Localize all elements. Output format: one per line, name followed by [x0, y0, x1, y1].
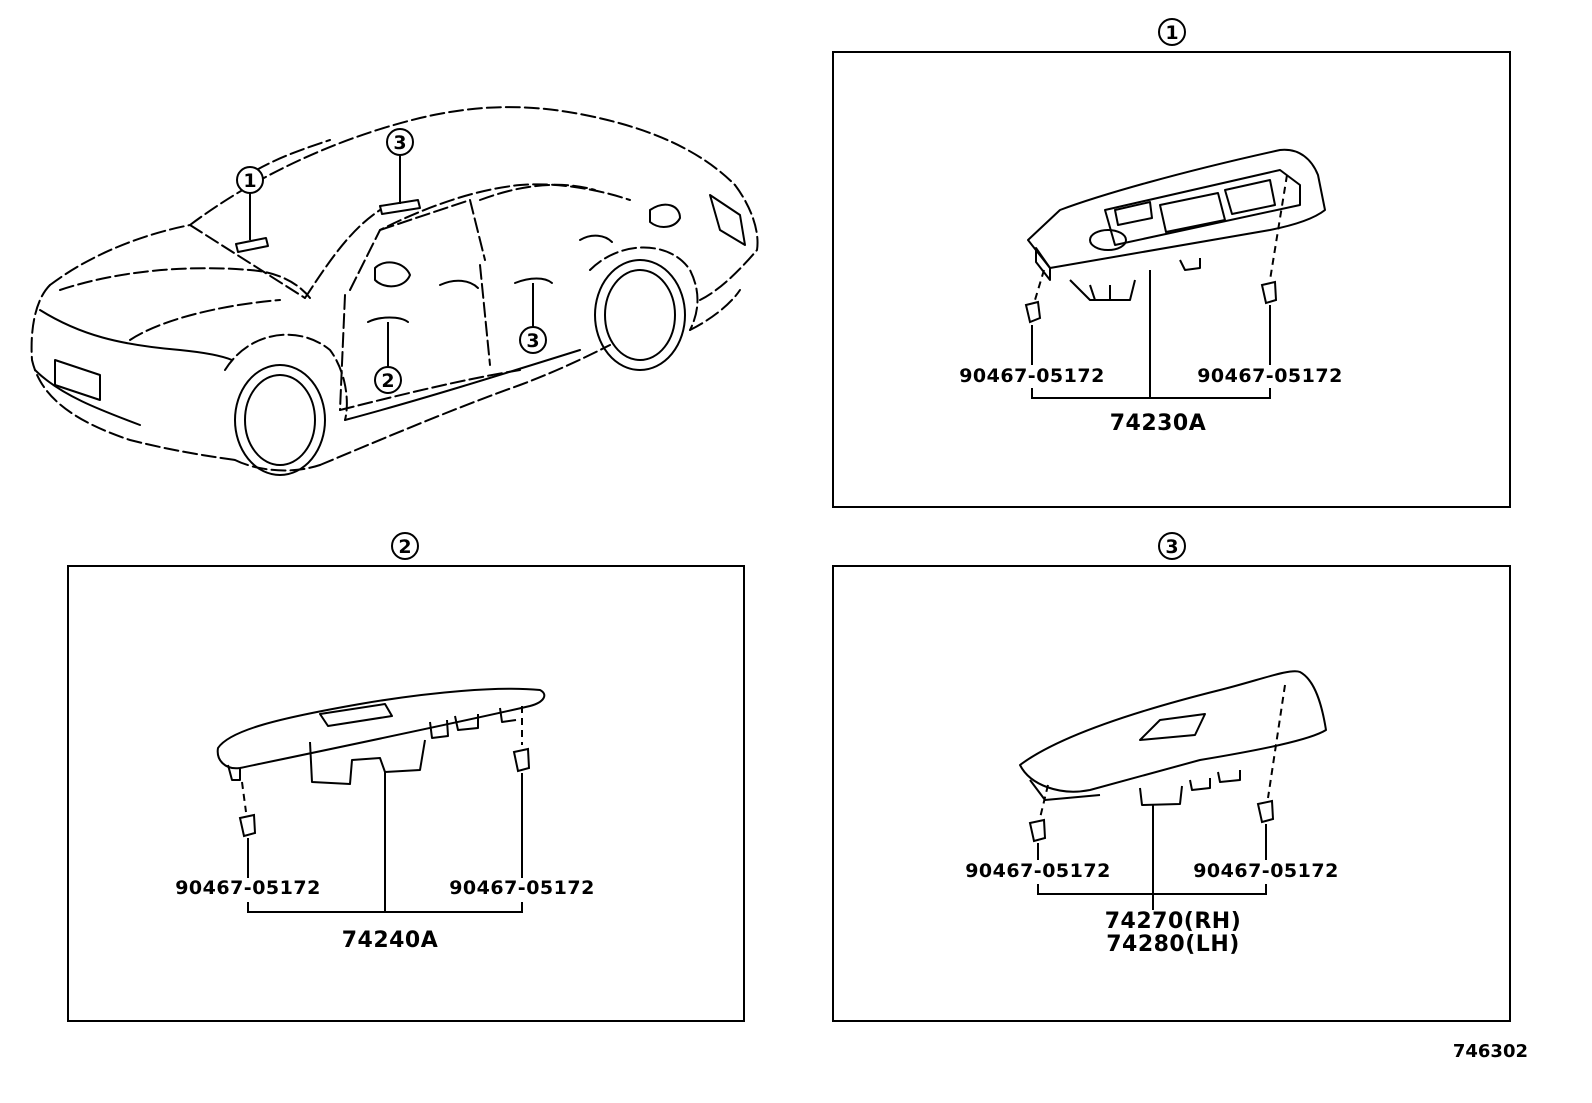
clip-left-3 [1028, 784, 1049, 860]
panel-2-marker: 2 [398, 536, 411, 558]
callout-3-lower-label: 3 [526, 330, 539, 352]
panel-2-clip-right-part: 90467-05172 [449, 877, 595, 899]
panel-3: 3 90467-05172 90467-05172 74270(RH) 7428… [832, 532, 1511, 1022]
master-switch-drawing [1027, 148, 1326, 301]
panel-1-clip-left-part: 90467-05172 [959, 365, 1105, 387]
vehicle-overview [30, 106, 759, 476]
panel-3-assembly-lh: 74280(LH) [1106, 932, 1240, 957]
panel-3-clip-left-part: 90467-05172 [965, 860, 1111, 882]
passenger-switch-drawing [216, 687, 546, 785]
rear-switch-drawing [1019, 670, 1327, 806]
panel-3-clip-right-part: 90467-05172 [1193, 860, 1339, 882]
callout-2-label: 2 [381, 370, 394, 392]
panel-2-clip-left-part: 90467-05172 [175, 877, 321, 899]
callout-3-lower: 3 [519, 283, 547, 354]
panel-1-marker: 1 [1165, 22, 1178, 44]
panel-1-assembly-part: 74230A [1110, 411, 1207, 436]
clip-left-1 [1024, 269, 1045, 365]
figure-id: 746302 [1453, 1041, 1528, 1062]
panel-2-assembly-part: 74240A [342, 928, 439, 953]
clip-left-2 [238, 781, 257, 878]
callout-2: 2 [374, 322, 402, 394]
callout-1-label: 1 [243, 170, 256, 192]
clip-right-2 [512, 706, 531, 878]
panel-3-marker: 3 [1165, 536, 1178, 558]
panel-2: 2 90467-05172 90467-05172 74240A [67, 532, 745, 1022]
panel-1: 1 90467-05172 90 [832, 18, 1511, 508]
panel-3-assembly-rh: 74270(RH) [1105, 909, 1242, 934]
panel-1-clip-right-part: 90467-05172 [1197, 365, 1343, 387]
callout-1: 1 [236, 166, 264, 240]
callout-3-upper: 3 [386, 128, 414, 204]
callout-3-upper-label: 3 [393, 132, 406, 154]
clip-right-3 [1256, 684, 1286, 860]
clip-right-1 [1260, 174, 1288, 365]
